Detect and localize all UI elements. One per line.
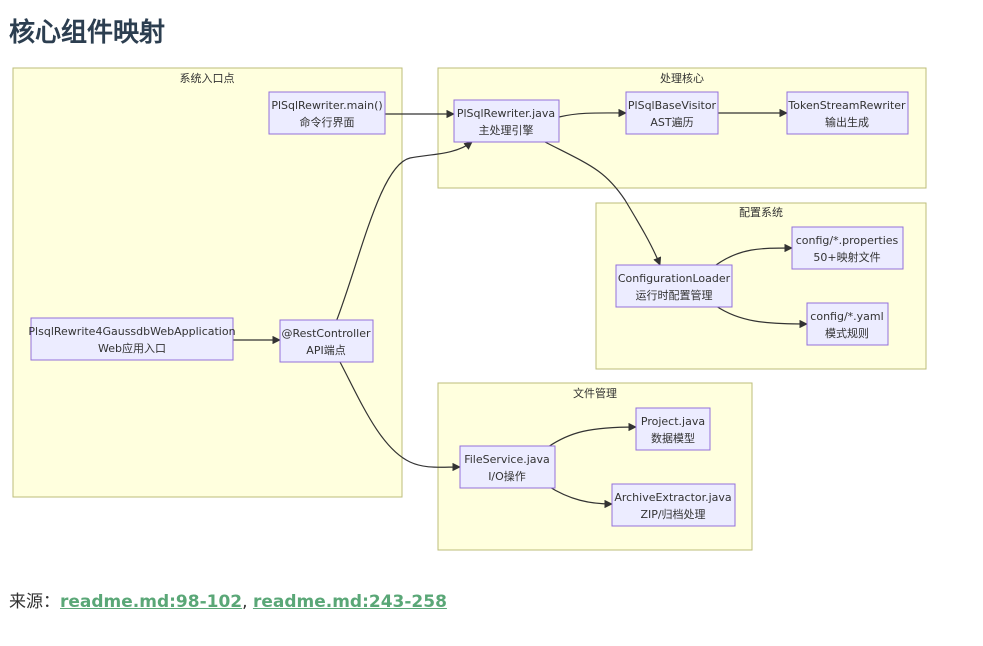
node-yaml-name: config/*.yaml [810, 310, 883, 323]
node-webapp-desc: Web应用入口 [98, 341, 166, 355]
node-rest: @RestController API端点 [279, 319, 374, 363]
node-props: config/*.properties 50+映射文件 [791, 226, 904, 270]
node-visitor-desc: AST遍历 [650, 116, 693, 129]
edge-rest-fileservice [339, 361, 461, 472]
edge-rewriter-loader [544, 141, 662, 266]
source-footer: 来源：readme.md:98-102, readme.md:243-258 [9, 587, 447, 612]
cluster-files-label: 文件管理 [573, 386, 617, 400]
cluster-config-label: 配置系统 [739, 206, 783, 219]
node-token: TokenStreamRewriter 输出生成 [786, 91, 909, 135]
node-fileservice-desc: I/O操作 [488, 469, 526, 483]
node-rest-desc: API端点 [306, 344, 345, 357]
node-project-desc: 数据模型 [651, 431, 695, 445]
cluster-core-label: 处理核心 [660, 71, 704, 85]
node-loader: ConfigurationLoader 运行时配置管理 [615, 264, 733, 308]
node-project: Project.java 数据模型 [635, 407, 711, 451]
node-archive: ArchiveExtractor.java ZIP/归档处理 [611, 483, 736, 527]
edge-fileservice-project [547, 422, 637, 448]
node-fileservice-name: FileService.java [464, 453, 550, 466]
edge-loader-props [715, 243, 793, 266]
node-token-name: TokenStreamRewriter [787, 99, 906, 112]
source-separator: , [242, 592, 253, 612]
node-fileservice: FileService.java I/O操作 [459, 445, 556, 489]
node-main-name: PlSqlRewriter.main() [271, 99, 382, 112]
node-main-desc: 命令行界面 [300, 115, 355, 129]
node-rewriter-desc: 主处理引擎 [479, 123, 534, 137]
node-rest-name: @RestController [281, 327, 371, 340]
node-archive-desc: ZIP/归档处理 [640, 507, 705, 521]
node-props-name: config/*.properties [796, 234, 899, 247]
edge-fileservice-archive [547, 485, 613, 509]
edge-rewriter-visitor [558, 108, 627, 118]
source-prefix: 来源： [9, 592, 60, 612]
node-props-desc: 50+映射文件 [813, 250, 880, 264]
node-visitor-name: PlSqlBaseVisitor [628, 99, 717, 112]
node-webapp: PlsqlRewrite4GaussdbWebApplication Web应用… [28, 317, 236, 361]
edge-loader-yaml [715, 305, 808, 329]
node-main: PlSqlRewriter.main() 命令行界面 [268, 91, 386, 135]
node-yaml: config/*.yaml 模式规则 [806, 302, 889, 346]
node-yaml-desc: 模式规则 [825, 326, 869, 340]
source-link-1[interactable]: readme.md:98-102 [60, 592, 243, 612]
node-loader-desc: 运行时配置管理 [636, 288, 713, 302]
node-archive-name: ArchiveExtractor.java [614, 491, 731, 504]
node-rewriter-name: PlSqlRewriter.java [457, 107, 555, 120]
node-project-name: Project.java [641, 415, 705, 428]
source-link-2[interactable]: readme.md:243-258 [252, 592, 447, 612]
edge-rest-rewriter [335, 141, 473, 323]
node-rewriter: PlSqlRewriter.java 主处理引擎 [453, 99, 560, 143]
node-loader-name: ConfigurationLoader [618, 272, 731, 285]
node-token-desc: 输出生成 [825, 115, 869, 129]
node-visitor: PlSqlBaseVisitor AST遍历 [625, 91, 719, 135]
page-title: 核心组件映射 [9, 18, 166, 48]
cluster-entry-label: 系统入口点 [180, 72, 235, 85]
cluster-entry: 系统入口点 [12, 67, 403, 498]
node-webapp-name: PlsqlRewrite4GaussdbWebApplication [28, 325, 235, 338]
